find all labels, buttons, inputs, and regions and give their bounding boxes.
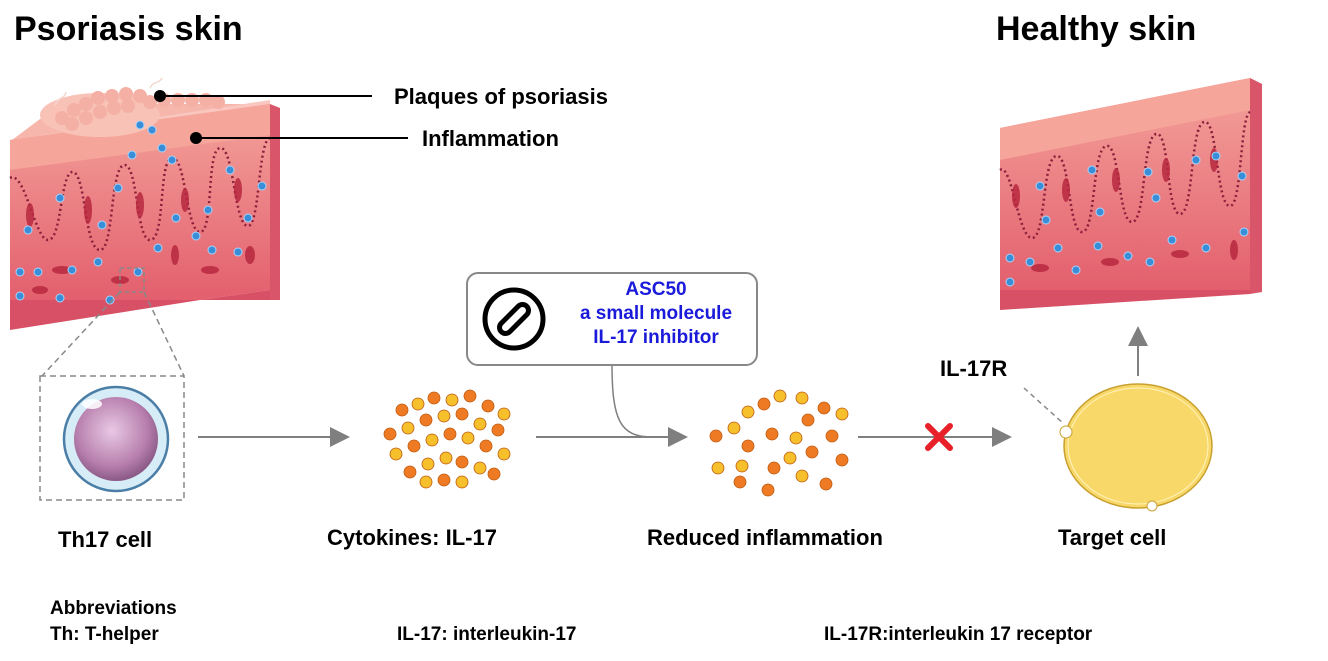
th17-cell: [62, 385, 170, 493]
cytokine-cluster: [383, 389, 511, 489]
healthy-skin-title: Healthy skin: [996, 10, 1197, 48]
step-label-reduced-inflammation: Reduced inflammation: [647, 525, 883, 550]
abbreviations-heading: Abbreviations: [50, 598, 177, 619]
psoriasis-skin-block: [9, 77, 280, 330]
abbrev-il17r: IL-17R:interleukin 17 receptor: [824, 624, 1093, 645]
zoom-indicator: [39, 267, 185, 501]
il17r-pointer: [1023, 387, 1065, 425]
drug-name: ASC50: [625, 279, 687, 300]
drug-desc-2: IL-17 inhibitor: [593, 327, 719, 348]
red-x-icon: [925, 423, 953, 451]
step-label-cytokines: Cytokines: IL-17: [327, 525, 497, 550]
reduced-inflammation-cluster: [709, 389, 849, 497]
flow-arrows: [198, 326, 1148, 447]
callout-lines: [154, 90, 408, 144]
step-label-th17: Th17 cell: [58, 527, 153, 552]
drug-desc-1: a small molecule: [579, 303, 733, 324]
step-label-target-cell: Target cell: [1058, 525, 1167, 550]
drug-box: ASC50 a small molecule IL-17 inhibitor: [466, 272, 758, 366]
il17r-label: IL-17R: [940, 356, 1008, 381]
psoriasis-skin-title: Psoriasis skin: [14, 10, 243, 48]
abbrev-th: Th: T-helper: [50, 624, 159, 645]
healthy-skin-block: [999, 78, 1262, 310]
pill-icon: [482, 287, 546, 351]
abbrev-il17: IL-17: interleukin-17: [397, 624, 577, 645]
inflammation-label: Inflammation: [422, 126, 559, 151]
target-cell: [1059, 383, 1213, 512]
plaques-label: Plaques of psoriasis: [394, 84, 608, 109]
